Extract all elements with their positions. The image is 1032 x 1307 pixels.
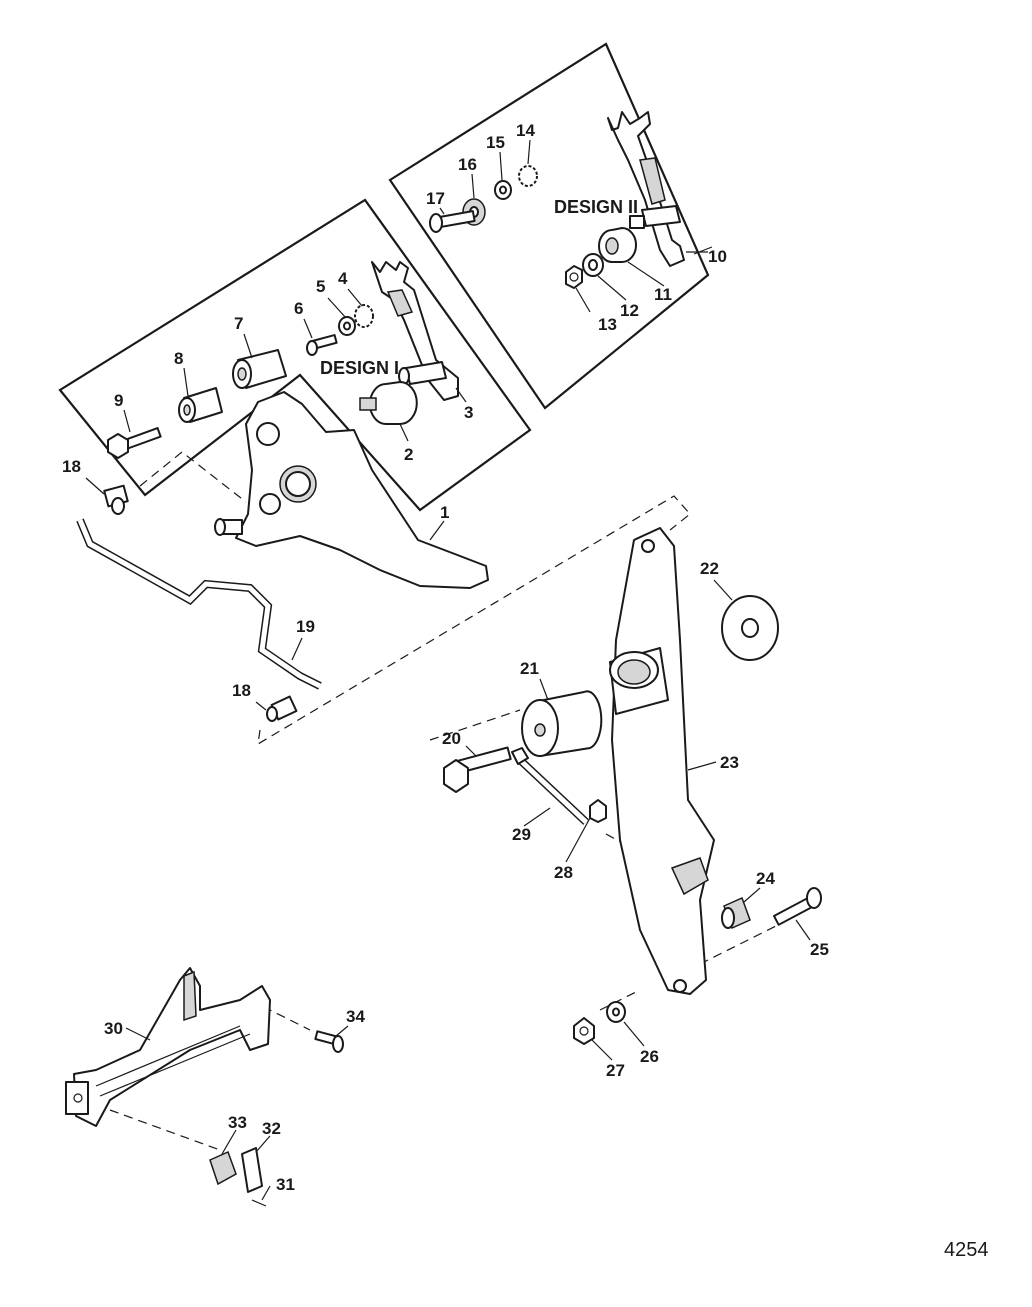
part-11-spacer [598,227,637,263]
part-17-screw [429,210,476,233]
part-9-bolt [107,427,162,459]
part-15-washer [494,180,512,200]
callout-34: 34 [346,1007,365,1026]
callout-18-top: 18 [62,457,81,476]
callout-18-bottom: 18 [232,681,251,700]
part-18-bottom-retainer [266,695,298,722]
design-1-label: DESIGN I [320,358,399,378]
callout-19: 19 [296,617,315,636]
alignment-line-g [249,999,311,1031]
part-21-bushing [521,690,603,757]
callout-14: 14 [516,121,535,140]
callout-26: 26 [640,1047,659,1066]
part-27-nut [573,1017,595,1045]
part-7-bushing [232,349,287,389]
part-29-long-bolt [511,747,589,825]
alignment-line-e [699,923,781,965]
callout-16: 16 [458,155,477,174]
callout-31: 31 [276,1175,295,1194]
callout-20: 20 [442,729,461,748]
part-1-shift-lever [214,391,489,589]
part-26-washer [606,1001,626,1023]
callout-7: 7 [234,314,243,333]
callout-11: 11 [654,285,672,304]
callout-5: 5 [316,277,325,296]
leader-lines [85,139,811,1201]
part-19-link-rod [76,518,322,690]
callout-3: 3 [464,403,473,422]
callout-25: 25 [810,940,829,959]
callout-21: 21 [520,659,539,678]
callout-15: 15 [486,133,505,152]
part-23-shift-arm [609,527,715,995]
part-2-bushing [359,381,418,425]
callout-2: 2 [404,445,413,464]
callout-29: 29 [512,825,531,844]
callout-1: 1 [440,503,449,522]
callout-4: 4 [338,269,348,288]
callout-6: 6 [294,299,303,318]
part-6-screw [306,334,338,356]
part-33-block [209,1150,237,1186]
part-10-lever [607,111,708,267]
design-2-label: DESIGN II [554,197,638,217]
part-3-lever [371,261,459,401]
part-22-washer [721,595,779,661]
part-31-pin [251,1199,267,1207]
part-24-sleeve [721,896,751,930]
callout-12: 12 [620,301,639,320]
callout-22: 22 [700,559,719,578]
callout-8: 8 [174,349,183,368]
callout-10: 10 [708,247,727,266]
callout-30: 30 [104,1019,123,1038]
part-14-lockwasher [518,165,538,187]
part-4-lockwasher [354,304,374,328]
callout-9: 9 [114,391,123,410]
callout-17: 17 [426,189,445,208]
design-1-box [58,198,532,512]
part-32-clip [241,1147,263,1193]
part-25-bolt [772,887,822,926]
part-8-sleeve [178,387,223,423]
figure-number: 4254 [944,1239,989,1261]
callout-32: 32 [262,1119,281,1138]
callout-27: 27 [606,1061,625,1080]
part-28-nut [589,799,607,823]
alignment-line-f [599,989,641,1011]
part-20-bolt [443,746,512,793]
callout-24: 24 [756,869,775,888]
design-2-box [388,42,710,410]
part-30-bracket [65,967,271,1127]
part-18-top-retainer [103,484,129,515]
part-12-washer [582,253,604,277]
alignment-line-c [429,709,521,741]
part-34-screw [314,1030,344,1053]
callout-33: 33 [228,1113,247,1132]
callout-28: 28 [554,863,573,882]
alignment-line-h [109,1109,221,1151]
callout-23: 23 [720,753,739,772]
part-13-nut [565,265,583,289]
alignment-line-b [257,495,691,746]
alignment-line-a [139,451,247,503]
part-5-washer [338,316,356,336]
callout-13: 13 [598,315,617,334]
